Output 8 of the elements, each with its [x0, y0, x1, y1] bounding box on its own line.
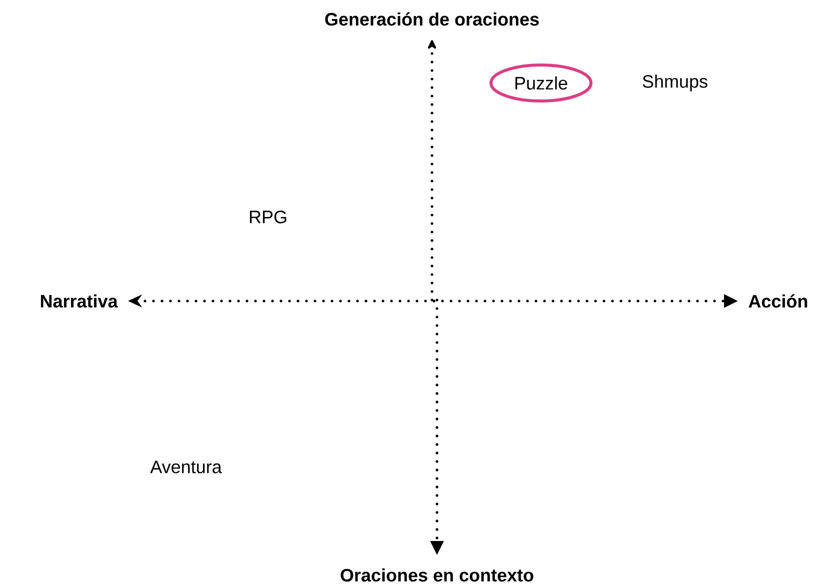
axis-label: Generación de oraciones [325, 12, 539, 26]
genre-label: Aventura [150, 460, 222, 474]
genre-label: Shmups [642, 74, 708, 92]
axis-label: Acción [748, 294, 808, 308]
axis-label: Oraciones en contexto [340, 568, 534, 582]
circled-label: Puzzle [490, 63, 592, 102]
axis-label: Narrativa [40, 294, 118, 308]
genre-label: RPG [250, 210, 286, 224]
